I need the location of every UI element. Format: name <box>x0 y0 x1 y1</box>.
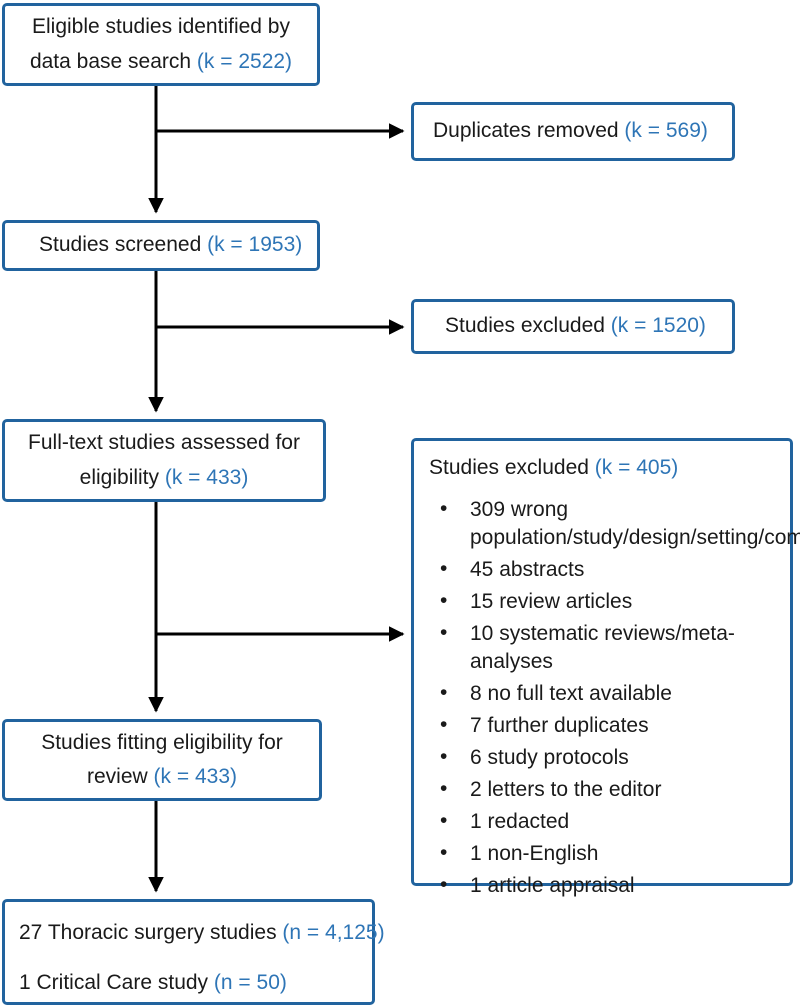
box-included-studies: 27 Thoracic surgery studies (n = 4,125) … <box>2 899 385 1005</box>
excluded-full-label: Studies excluded <box>429 456 595 479</box>
excluded-screening-line: Studies excluded (k = 1520) <box>414 309 732 343</box>
box-studies-excluded-screening: Studies excluded (k = 1520) <box>411 299 735 354</box>
fulltext-count: (k = 433) <box>164 465 249 489</box>
included-thoracic-count: (n = 4,125) <box>282 921 385 944</box>
excluded-full-heading: Studies excluded (k = 405) <box>414 453 790 483</box>
list-item: 6 study protocols <box>414 743 790 772</box>
screened-count: (k = 1953) <box>207 233 303 257</box>
screened-line: Studies screened (k = 1953) <box>5 228 317 262</box>
list-item: 1 article appraisal <box>414 871 790 900</box>
list-item: 7 further duplicates <box>414 711 790 740</box>
excluded-screening-count: (k = 1520) <box>610 314 706 338</box>
fulltext-line-1: Full-text studies assessed for <box>28 431 300 455</box>
list-item: 309 wrong population/study/design/settin… <box>414 495 800 552</box>
duplicates-line: Duplicates removed (k = 569) <box>414 114 732 148</box>
exclusion-reason-list: 309 wrong population/study/design/settin… <box>414 495 800 903</box>
fitting-label: review <box>87 765 154 788</box>
fulltext-line-2: eligibility (k = 433) <box>5 461 323 495</box>
excluded-full-count: (k = 405) <box>594 456 679 479</box>
box-studies-screened: Studies screened (k = 1953) <box>2 220 320 271</box>
list-item: 15 review articles <box>414 587 790 616</box>
list-item: 45 abstracts <box>414 555 790 584</box>
identified-line-2: data base search (k = 2522) <box>5 45 317 79</box>
box-eligible-studies-identified: Eligible studies identified by data base… <box>2 3 320 86</box>
screened-label: Studies screened <box>39 233 208 257</box>
list-item: 1 redacted <box>414 807 790 836</box>
identified-label: data base search <box>29 49 197 73</box>
list-item: 2 letters to the editor <box>414 775 790 804</box>
fitting-line-1: Studies fitting eligibility for <box>41 730 283 754</box>
included-thoracic-label: 27 Thoracic surgery studies <box>19 921 283 944</box>
included-critical-care-count: (n = 50) <box>213 971 287 995</box>
duplicates-count: (k = 569) <box>624 119 708 143</box>
list-item: 1 non-English <box>414 839 790 868</box>
box-full-text-assessed: Full-text studies assessed for eligibili… <box>2 419 326 502</box>
list-item: 10 systematic reviews/meta-analyses <box>414 619 790 676</box>
fitting-count: (k = 433) <box>153 765 237 788</box>
box-studies-excluded-full-text: Studies excluded (k = 405) 309 wrong pop… <box>411 438 800 898</box>
included-critical-care-label: 1 Critical Care study <box>19 971 214 995</box>
box-duplicates-removed: Duplicates removed (k = 569) <box>411 102 735 161</box>
fulltext-label: eligibility <box>79 465 165 489</box>
box-studies-fitting-eligibility: Studies fitting eligibility for review (… <box>2 719 322 801</box>
included-line-1: 27 Thoracic surgery studies (n = 4,125) <box>19 916 385 950</box>
identified-count: (k = 2522) <box>196 49 293 73</box>
included-line-2: 1 Critical Care study (n = 50) <box>19 966 372 1000</box>
list-item: 8 no full text available <box>414 679 790 708</box>
fitting-line-2: review (k = 433) <box>5 760 319 794</box>
excluded-screening-label: Studies excluded <box>445 314 611 338</box>
duplicates-label: Duplicates removed <box>433 119 625 143</box>
identified-line-1: Eligible studies identified by <box>32 15 290 39</box>
